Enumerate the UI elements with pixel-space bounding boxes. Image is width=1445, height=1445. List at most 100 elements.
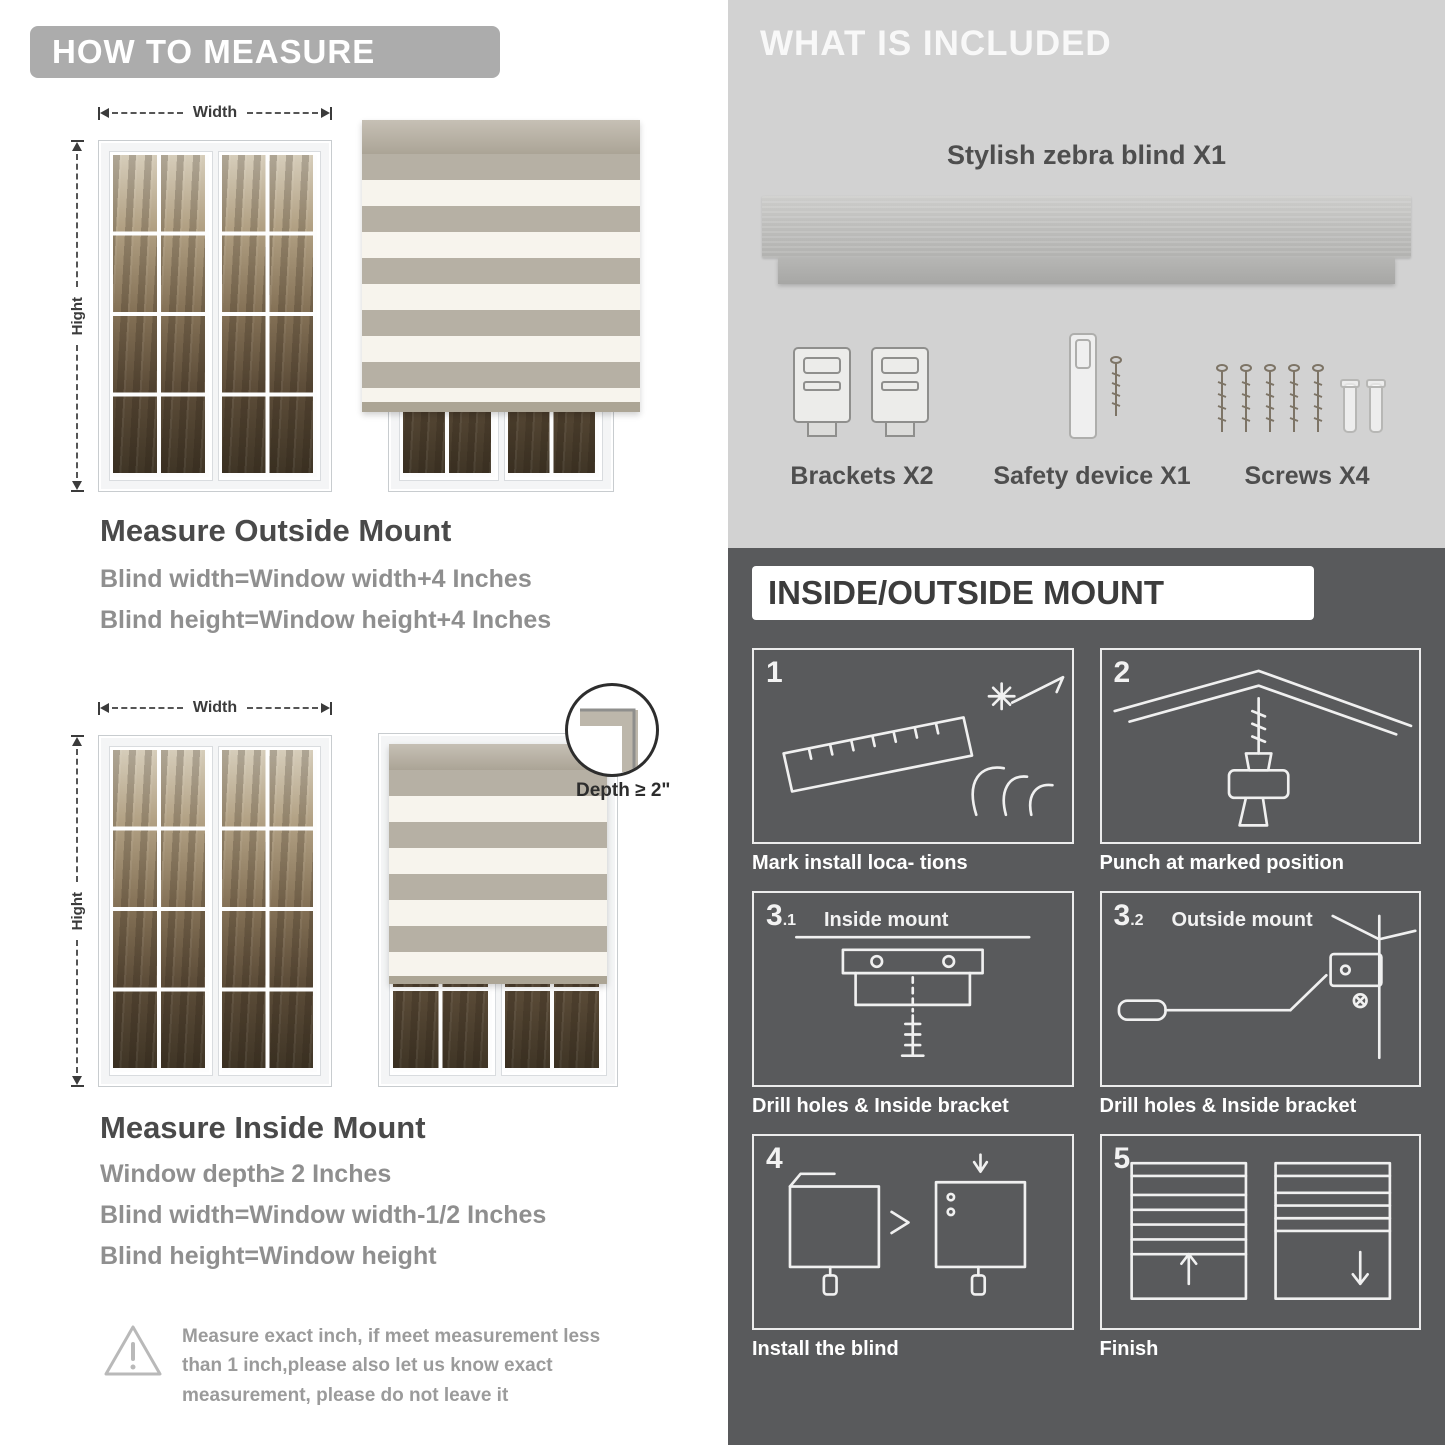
step-4-caption: Install the blind	[752, 1338, 899, 1360]
zebra-blind-illustration	[362, 120, 640, 412]
blind-included-label: Stylish zebra blind X1	[946, 140, 1227, 170]
safety-device-illustration	[1069, 333, 1122, 439]
step-3-1-panel: 3.1 Inside mount	[752, 891, 1074, 1087]
measure-dash	[247, 707, 318, 709]
step-1-caption: Mark install loca- tions	[752, 852, 968, 874]
arrow-left-icon	[100, 703, 109, 713]
mount-instructions-section: INSIDE/OUTSIDE MOUNT 1	[728, 548, 1445, 1445]
warning-text: Measure exact inch, if meet measurement …	[182, 1326, 601, 1406]
arrow-left-icon	[100, 108, 109, 118]
height-label: Hight	[68, 891, 86, 931]
how-to-measure-title: HOW TO MEASURE	[52, 33, 376, 70]
window-illustration	[98, 140, 332, 492]
step-4: 4	[752, 1134, 1074, 1361]
outside-mount-title: Measure Outside Mount	[100, 513, 452, 548]
depth-label: Depth ≥ 2"	[576, 780, 671, 801]
arrow-up-icon	[72, 142, 82, 151]
step-number: 1	[766, 656, 783, 689]
depth-callout-circle	[565, 683, 659, 777]
what-is-included-section: WHAT IS INCLUDED Stylish zebra blind X1	[728, 0, 1445, 548]
zebra-blind-illustration	[389, 744, 607, 984]
step-5: 5 Finish	[1099, 1134, 1421, 1361]
inside-formula-depth: Window depth≥ 2 Inches	[100, 1160, 392, 1188]
measurement-warning: Measure exact inch, if meet measurement …	[102, 1322, 634, 1410]
step-number: 3.1	[766, 899, 797, 932]
measure-endbar	[70, 735, 84, 737]
window-corner-zoom-illustration	[580, 708, 638, 772]
drill-illustration	[1112, 669, 1412, 827]
measure-dash	[112, 112, 183, 114]
safety-device-label: Safety device X1	[993, 462, 1191, 490]
how-to-measure-banner: HOW TO MEASURE	[30, 26, 500, 78]
measure-dash	[112, 707, 183, 709]
arrow-down-icon	[72, 1076, 82, 1086]
valance-illustration	[778, 258, 1395, 284]
measure-endbar	[70, 140, 84, 142]
step-3-2-panel: 3.2 Outside mount	[1099, 891, 1421, 1087]
blind-bottomrail	[362, 402, 640, 412]
height-measure-outside: Hight	[68, 140, 86, 493]
step-number: 5	[1113, 1142, 1131, 1175]
outside-mount-blind-scene	[362, 120, 640, 492]
outside-bracket-illustration	[1117, 914, 1417, 1060]
install-blind-illustration	[788, 1153, 1027, 1296]
inside-mount-blind-scene	[378, 733, 618, 1087]
measure-dash	[76, 345, 78, 479]
mount-section-title: INSIDE/OUTSIDE MOUNT	[752, 566, 1314, 620]
window-illustration	[98, 735, 332, 1087]
inside-mount-title: Measure Inside Mount	[100, 1110, 426, 1145]
screws-illustration	[1216, 364, 1386, 433]
outside-mount-label: Outside mount	[1171, 909, 1313, 931]
outside-formula-height: Blind height=Window height+4 Inches	[100, 606, 552, 634]
brackets-label: Brackets X2	[790, 462, 934, 490]
arrow-right-icon	[321, 108, 330, 118]
step-2-caption: Punch at marked position	[1099, 852, 1344, 874]
mark-location-illustration	[782, 675, 1065, 817]
measure-endbar	[98, 701, 100, 715]
screws-label: Screws X4	[1244, 462, 1370, 490]
measure-dash	[247, 112, 318, 114]
blind-bottomrail	[389, 976, 607, 984]
brackets-illustration	[793, 347, 929, 437]
width-measure-outside: Width	[98, 104, 332, 121]
step-number: 3.2	[1113, 899, 1144, 932]
step-number: 4	[766, 1142, 783, 1175]
measure-endbar	[98, 106, 100, 120]
step-1: 1 Mark install loca- tions	[752, 648, 1074, 875]
window-sash	[109, 746, 213, 1076]
arrow-up-icon	[72, 737, 82, 746]
blind-stripes	[389, 770, 607, 976]
step-4-panel: 4	[752, 1134, 1074, 1330]
measure-endbar	[70, 490, 84, 493]
inside-formula-width: Blind width=Window width-1/2 Inches	[100, 1201, 547, 1229]
height-measure-inside: Hight	[68, 735, 86, 1088]
step-3-1: 3.1 Inside mount	[752, 891, 1074, 1118]
height-label: Hight	[68, 296, 86, 336]
blind-stripes	[362, 154, 640, 402]
measure-endbar	[330, 106, 332, 120]
measure-endbar	[330, 701, 332, 715]
window-sash	[217, 746, 321, 1076]
step-2: 2 Punch at marked position	[1099, 648, 1421, 875]
outside-formula-width: Blind width=Window width+4 Inches	[100, 565, 532, 593]
step-5-panel: 5	[1099, 1134, 1421, 1330]
inside-mount-label: Inside mount	[824, 909, 949, 931]
step-number: 2	[1113, 656, 1131, 689]
step-2-panel: 2	[1099, 648, 1421, 844]
arrow-right-icon	[321, 703, 330, 713]
step-1-panel: 1	[752, 648, 1074, 844]
measure-dash	[76, 749, 78, 882]
window-sash	[109, 151, 213, 481]
width-label: Width	[192, 104, 238, 121]
measure-dash	[76, 154, 78, 287]
finished-blinds-illustration	[1129, 1161, 1391, 1300]
blind-headrail	[362, 120, 640, 154]
width-measure-inside: Width	[98, 699, 332, 716]
inside-formula-height: Blind height=Window height	[100, 1242, 437, 1270]
measure-endbar	[70, 1085, 84, 1088]
step-3-2: 3.2 Outside mount	[1099, 891, 1421, 1118]
mount-steps-grid: 1 Mark install loca- tions	[752, 648, 1421, 1361]
step-3-1-caption: Drill holes & Inside bracket	[752, 1095, 1009, 1117]
warning-triangle-icon	[104, 1325, 162, 1376]
